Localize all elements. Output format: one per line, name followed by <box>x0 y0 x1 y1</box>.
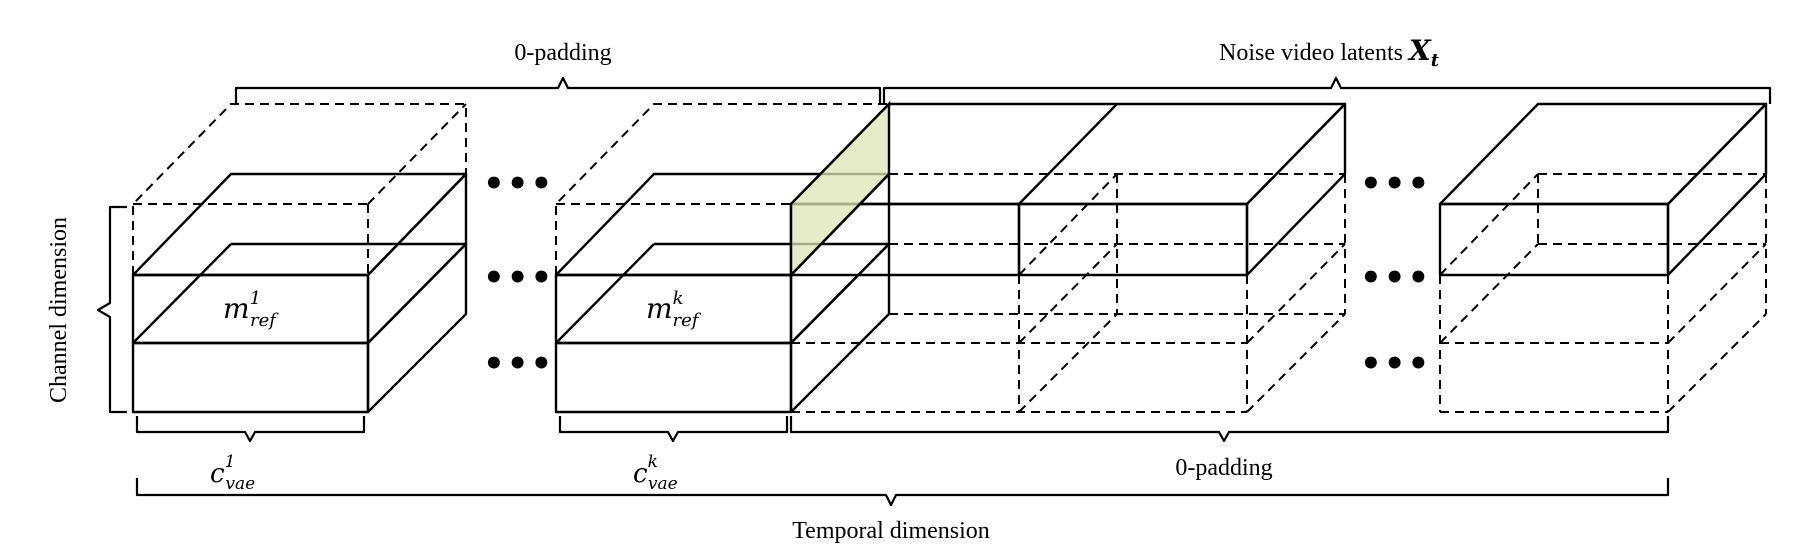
last-side-face <box>1666 102 1768 277</box>
temporal-brace: Temporal dimension <box>135 478 1670 544</box>
ref1-blue-side-face <box>366 242 468 414</box>
noise-latent-frames <box>789 101 1347 413</box>
noise-padding-below <box>790 173 1346 413</box>
top-right-brace: Noise video latents Xt <box>882 34 1772 104</box>
noise-latents-label: Noise video latents Xt <box>1219 34 1440 71</box>
overlap-top-region <box>789 101 891 278</box>
top-left-padding-label: 0-padding <box>514 40 611 66</box>
temporal-axis-label: Temporal dimension <box>792 518 990 544</box>
channel-brace: Channel dimension <box>46 205 127 414</box>
refk-blue-front-face <box>554 341 793 414</box>
reference-block-1 <box>131 103 468 414</box>
reference-block-k <box>554 103 891 414</box>
ellipsis-right-top: ••• <box>1360 164 1431 204</box>
channel-axis-label: Channel dimension <box>46 217 72 403</box>
noise-latent-last-frame <box>1438 102 1768 413</box>
ellipsis-left-mid: ••• <box>483 258 554 298</box>
ellipsis-left-bottom: ••• <box>483 344 554 384</box>
ellipsis-right-mid: ••• <box>1360 258 1431 298</box>
bottom-padding-brace: 0-padding <box>789 416 1670 481</box>
bottom-padding-label: 0-padding <box>1175 455 1272 481</box>
ref1-blue-front-face <box>131 341 370 414</box>
ellipsis-left-top: ••• <box>483 164 554 204</box>
noise-side-face <box>1245 102 1347 277</box>
top-left-brace: 0-padding <box>234 40 882 104</box>
ref1-padding-outline <box>132 103 467 275</box>
ellipsis-right-bottom: ••• <box>1360 344 1431 384</box>
refk-padding-outline <box>555 103 889 275</box>
ellipsis-group-right: ••• ••• ••• <box>1360 164 1431 384</box>
ellipsis-group-left: ••• ••• ••• <box>483 164 554 384</box>
